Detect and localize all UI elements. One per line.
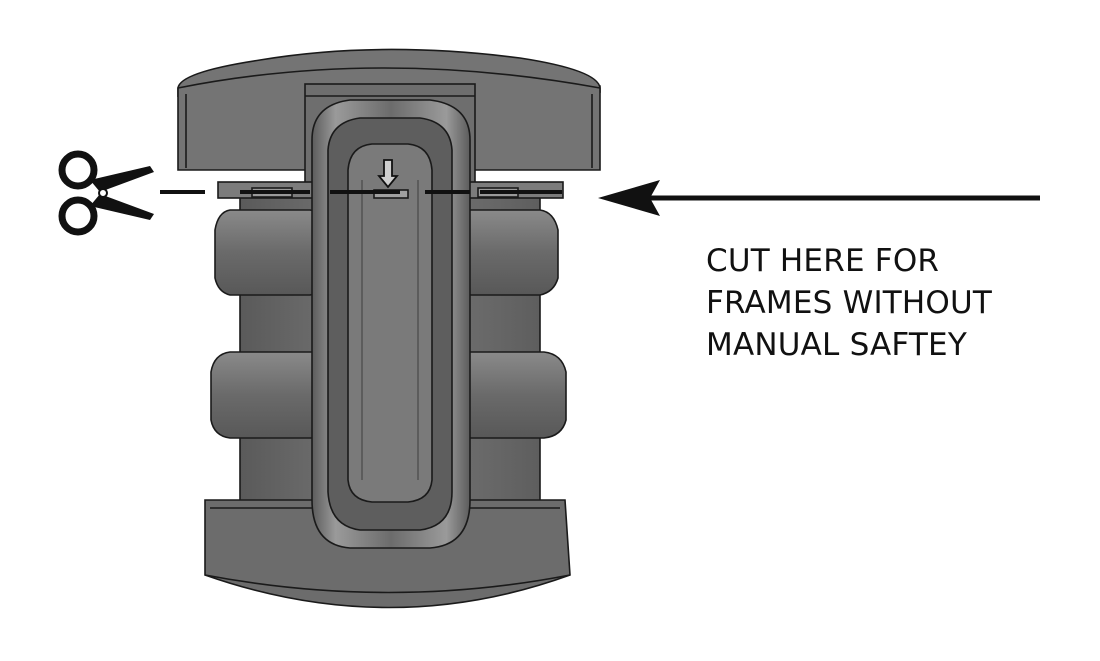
bottom-base xyxy=(204,499,571,609)
instruction-line-2: FRAMES WITHOUT xyxy=(706,285,993,321)
molded-part xyxy=(177,48,601,609)
instruction-line-3: MANUAL SAFTEY xyxy=(706,327,967,363)
arrow-left-icon xyxy=(598,180,1040,216)
cut-instruction-text: CUT HERE FOR FRAMES WITHOUT MANUAL SAFTE… xyxy=(706,240,1086,366)
instruction-line-1: CUT HERE FOR xyxy=(706,243,940,279)
arrow-down-icon xyxy=(377,159,399,189)
scissors-icon xyxy=(58,150,154,236)
